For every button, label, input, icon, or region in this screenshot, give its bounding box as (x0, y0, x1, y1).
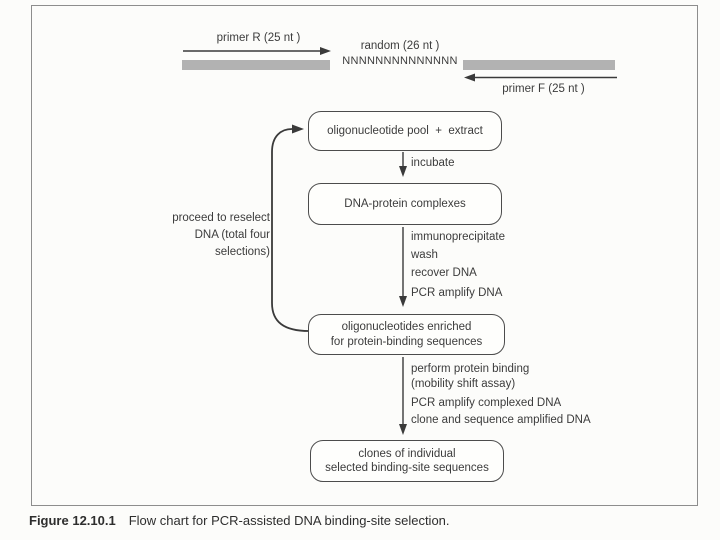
reselect-loop-label-line-3: selections) (215, 246, 270, 258)
figure-caption-text: Flow chart for PCR-assisted DNA binding-… (128, 513, 450, 528)
step-label-incubate: incubate (411, 157, 455, 169)
flow-node-clones-label-1: clones of individual (358, 447, 456, 460)
figure-frame (31, 5, 698, 506)
step-label-mobility-shift-assay: (mobility shift assay) (411, 378, 516, 390)
primer-f-arrow-icon (464, 73, 617, 82)
flow-node-clones: clones of individual selected binding-si… (310, 440, 504, 482)
step-label-pcr-amplify-complexed-dna: PCR amplify complexed DNA (411, 397, 562, 409)
step-label-clone-and-sequence: clone and sequence amplified DNA (411, 414, 591, 426)
left-strand-bar (182, 60, 330, 70)
step-label-perform-protein-binding: perform protein binding (411, 363, 530, 375)
primer-f-label: primer F (25 nt ) (502, 83, 585, 95)
flow-node-clones-label-2: selected binding-site sequences (325, 462, 489, 474)
immunoprecipitate-arrow-icon (399, 227, 407, 307)
step-label-recover-dna: recover DNA (411, 267, 477, 279)
right-strand-bar (463, 60, 615, 70)
flow-node-enriched-oligos-label-1: oligonucleotides enriched (341, 321, 472, 333)
reselect-loop-arrow-icon (271, 124, 310, 332)
binding-assay-arrow-icon (399, 357, 407, 435)
flow-node-enriched-oligos: oligonucleotides enriched for protein-bi… (308, 314, 505, 355)
flow-node-oligo-pool-label: oligonucleotide pool + extract (327, 124, 483, 137)
step-label-pcr-amplify-dna: PCR amplify DNA (411, 287, 503, 299)
reselect-loop-label-line-1: proceed to reselect (172, 212, 270, 224)
reselect-loop-label-line-2: DNA (total four (194, 229, 270, 241)
flow-node-enriched-oligos-label-2: for protein-binding sequences (330, 335, 483, 348)
flow-node-dna-protein-complexes-label: DNA-protein complexes (344, 197, 466, 210)
reselect-loop-label: proceed to reselect DNA (total four sele… (130, 210, 270, 261)
random-sequence: NNNNNNNNNNNNNN (342, 55, 458, 67)
figure-caption: Figure 12.10.1 Flow chart for PCR-assiste… (29, 513, 450, 528)
step-label-wash: wash (411, 249, 438, 261)
primer-r-arrow-icon (183, 47, 331, 55)
primer-r-label: primer R (25 nt ) (216, 32, 301, 44)
flow-node-dna-protein-complexes: DNA-protein complexes (308, 183, 502, 225)
step-label-immunoprecipitate: immunoprecipitate (411, 231, 505, 243)
incubate-arrow-icon (399, 152, 407, 177)
flow-node-oligo-pool: oligonucleotide pool + extract (308, 111, 502, 151)
figure-caption-number: Figure 12.10.1 (29, 513, 116, 528)
random-region-label: random (26 nt ) (360, 40, 440, 52)
